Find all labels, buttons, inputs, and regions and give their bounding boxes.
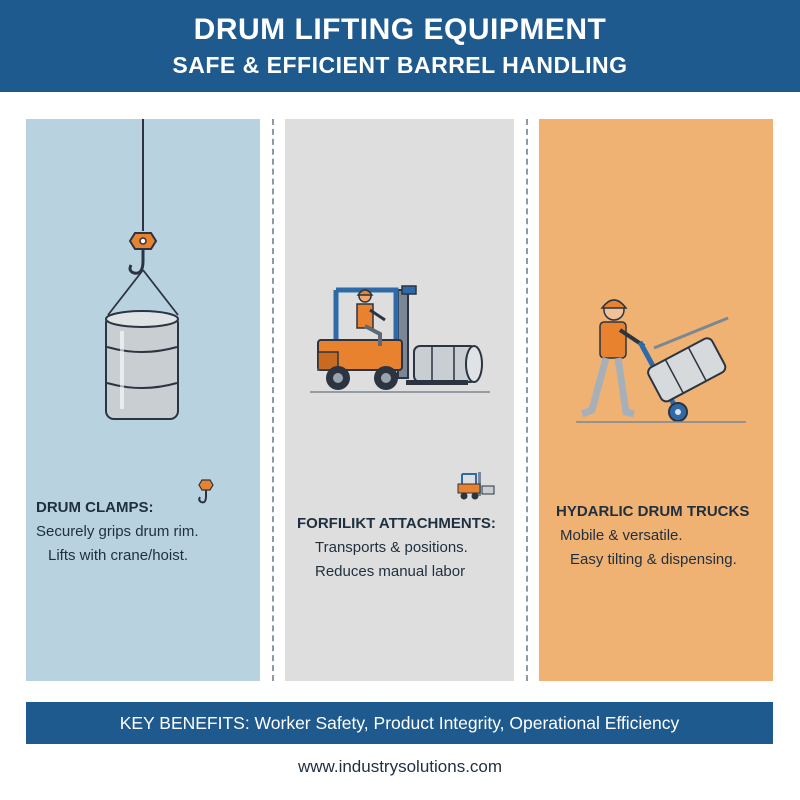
key-benefits-banner: KEY BENEFITS: Worker Safety, Product Int… bbox=[26, 702, 773, 744]
dashed-divider bbox=[272, 119, 274, 681]
drum-clamps-line: Lifts with crane/hoist. bbox=[48, 547, 189, 564]
panel-drum-trucks bbox=[539, 119, 773, 681]
forklift-attachments-title: FORFILIKT ATTACHMENTS: bbox=[297, 515, 496, 532]
drum-clamps-text: DRUM CLAMPS: Securely grips drum rim. Li… bbox=[36, 496, 199, 568]
forklift-icon bbox=[457, 472, 495, 500]
hand-truck-illustration bbox=[576, 299, 746, 423]
drum-trucks-line: Easy tilting & dispensing. bbox=[570, 551, 737, 568]
page-title: DRUM LIFTING EQUIPMENT bbox=[193, 13, 607, 46]
panel-forklift-attachments bbox=[285, 119, 514, 681]
forklift-illustration bbox=[310, 285, 490, 393]
drum-clamps-title: DRUM CLAMPS: bbox=[36, 499, 154, 516]
crane-drum-illustration bbox=[105, 119, 179, 420]
footer-url[interactable]: www.industrysolutions.com bbox=[297, 757, 503, 776]
drum-trucks-title: HYDARLIC DRUM TRUCKS bbox=[556, 503, 750, 520]
drum-trucks-line: Mobile & versatile. bbox=[560, 527, 683, 544]
forklift-attachments-line: Reduces manual labor bbox=[315, 563, 466, 580]
hook-icon bbox=[198, 479, 214, 504]
forklift-attachments-text: FORFILIKT ATTACHMENTS: Transports & posi… bbox=[297, 512, 496, 584]
header-banner: DRUM LIFTING EQUIPMENT SAFE & EFFICIENT … bbox=[0, 0, 800, 92]
forklift-attachments-line: Transports & positions. bbox=[315, 539, 468, 556]
page-subtitle: SAFE & EFFICIENT BARREL HANDLING bbox=[172, 52, 628, 78]
dashed-divider bbox=[526, 119, 528, 681]
drum-trucks-text: HYDARLIC DRUM TRUCKS Mobile & versatile.… bbox=[556, 500, 749, 572]
drum-clamps-line: Securely grips drum rim. bbox=[36, 523, 199, 540]
